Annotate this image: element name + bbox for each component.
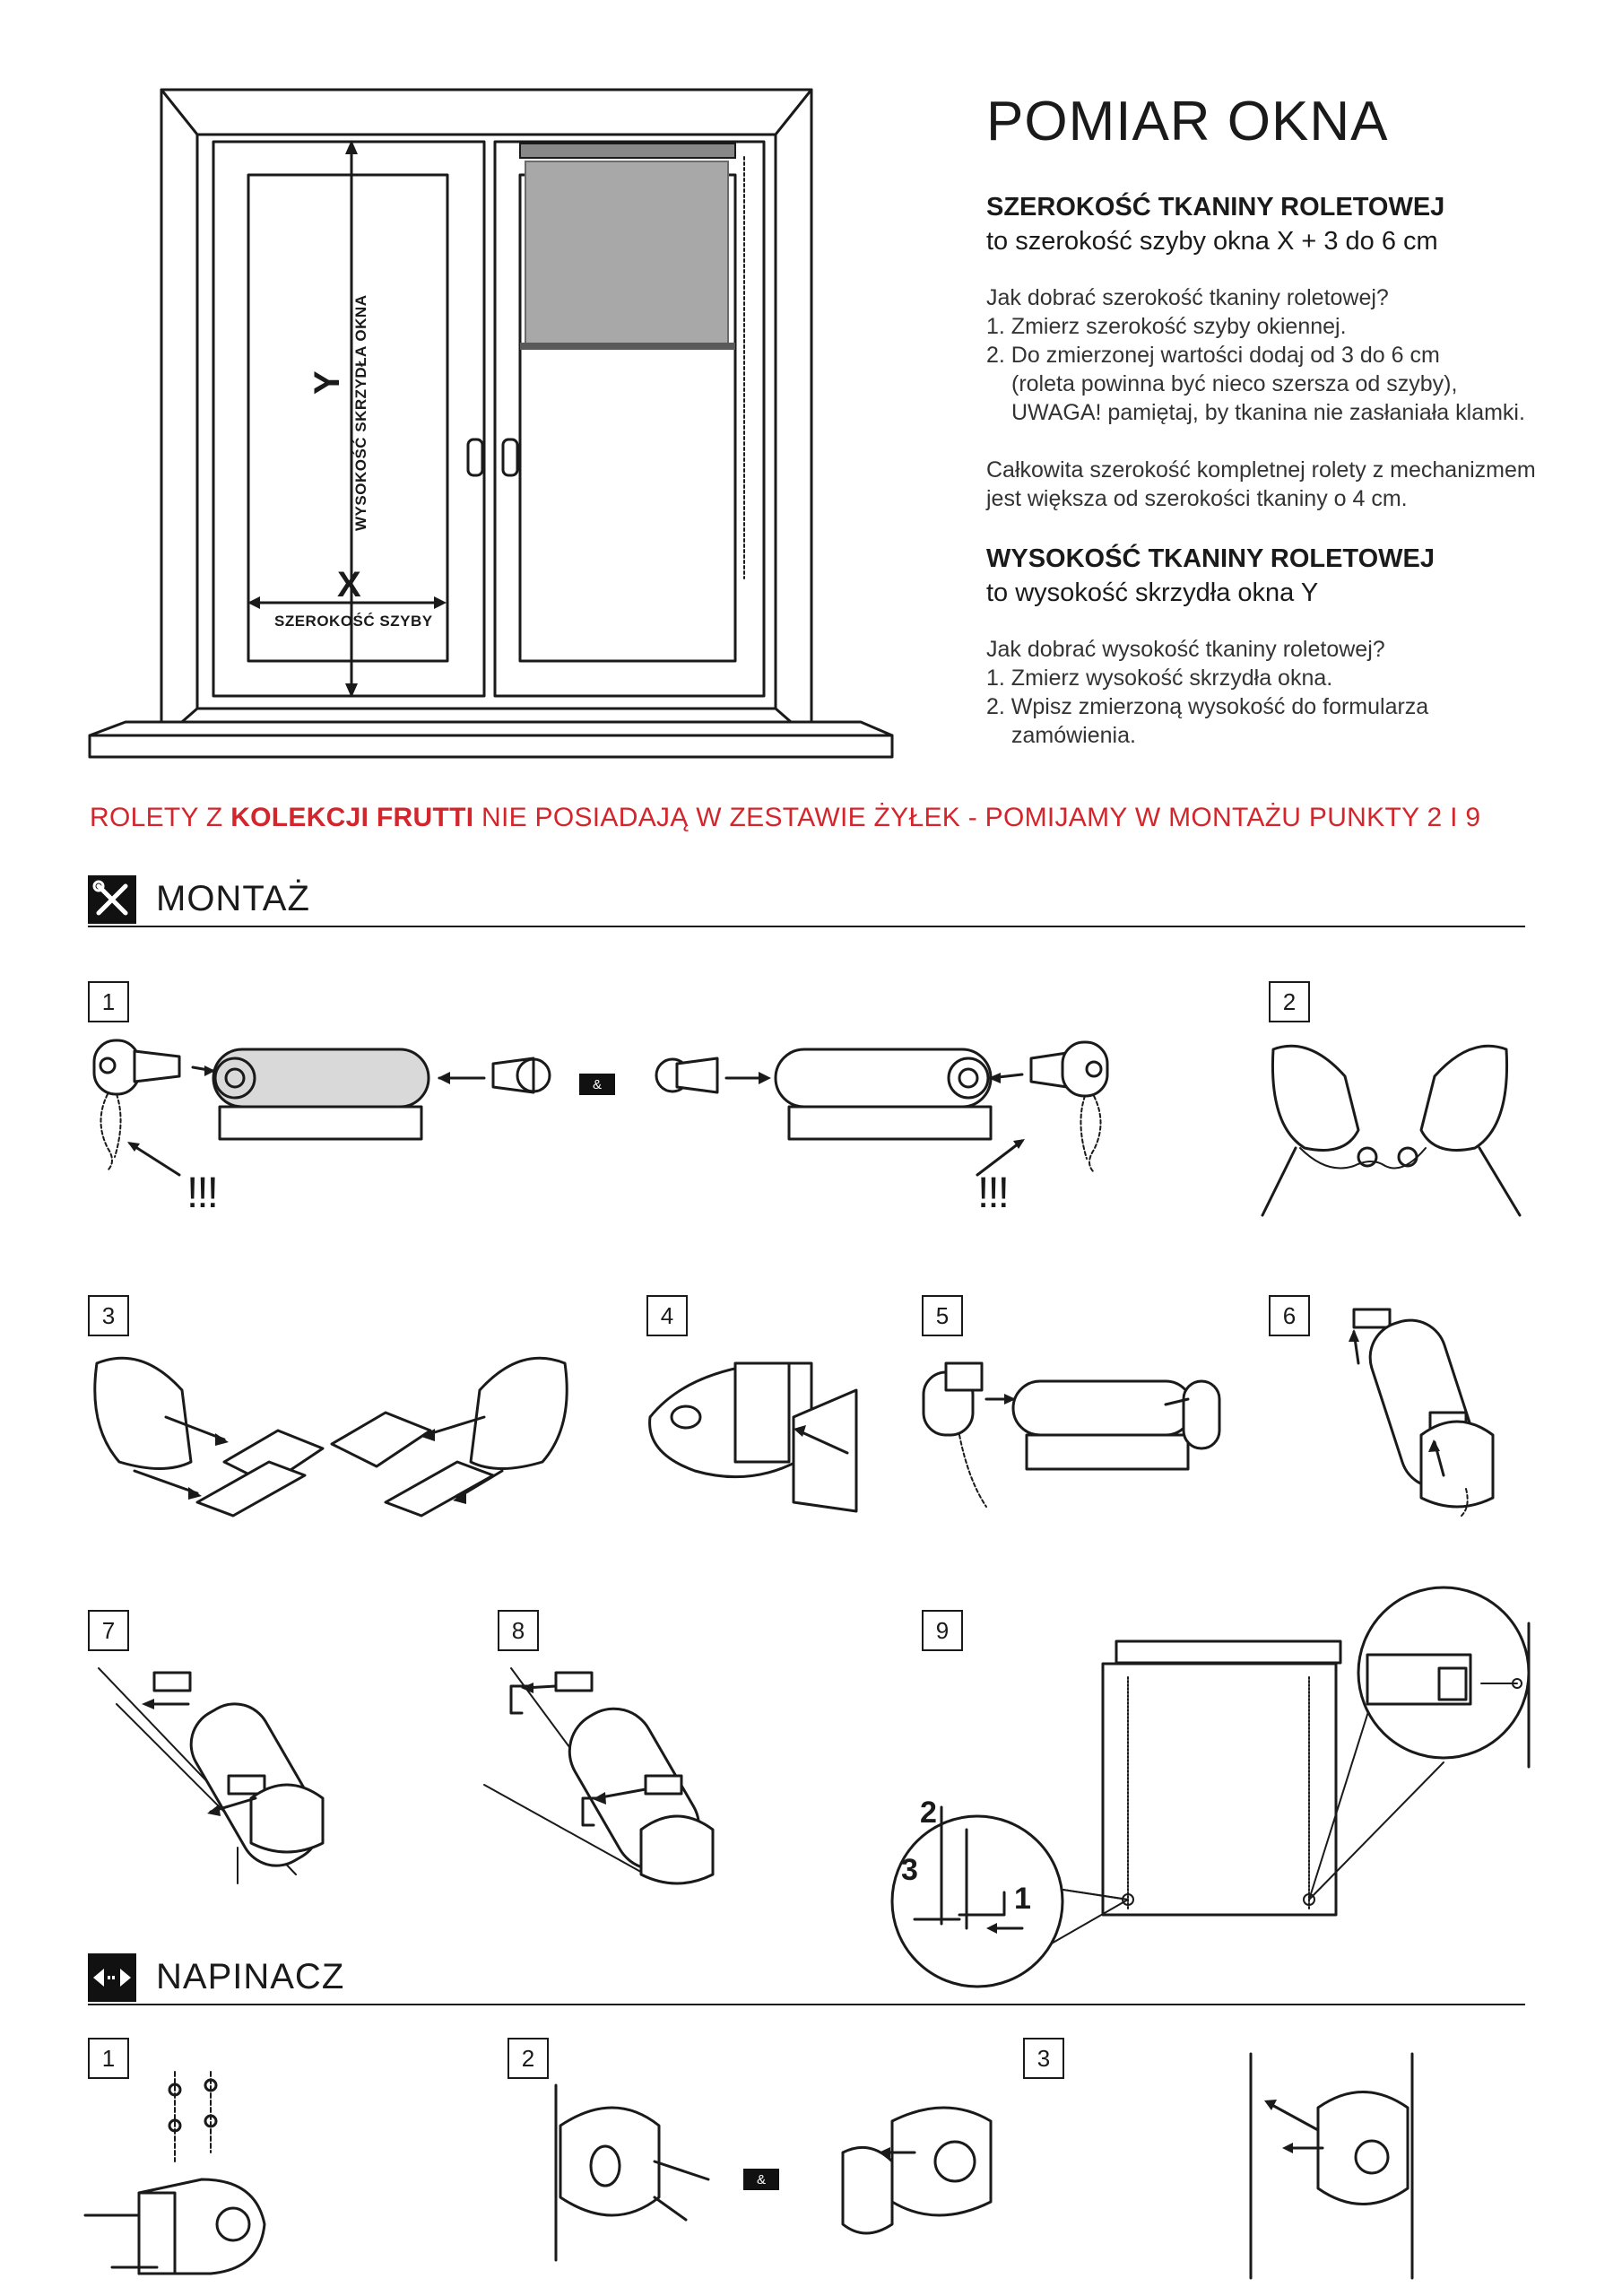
napinacz-step-2-and-badge: & [743,2169,779,2190]
montaz-step-1-warning-right: !!! [977,1170,1010,1217]
window-diagram [88,88,894,759]
width-step-1: 1. Zmierz szerokość szyby okiennej. [986,314,1347,339]
napinacz-title: NAPINACZ [156,1957,345,1996]
width-note-line-2: jest większa od szerokości tkaniny o 4 c… [986,486,1408,511]
montaz-step-7-illustration [98,1667,325,1884]
width-question: Jak dobrać szerokość tkaniny roletowej? [986,285,1389,310]
montaz-step-6-number: 6 [1269,1295,1310,1336]
width-note-line-1: Całkowita szerokość kompletnej rolety z … [986,457,1536,483]
montaz-rule [88,926,1525,927]
width-heading-plain: to szerokość szyby okna X + 3 do 6 cm [986,227,1438,256]
montaz-step-5-number: 5 [922,1295,963,1336]
step9-callout-3: 3 [901,1853,918,1887]
step9-callout-2: 2 [920,1796,937,1830]
napinacz-step-2-number: 2 [507,2038,549,2079]
page-title: POMIAR OKNA [986,91,1389,152]
height-step-2: 2. Wpisz zmierzoną wysokość do formularz… [986,694,1429,719]
montaz-step-4-number: 4 [646,1295,688,1336]
frutti-notice-suffix: NIE POSIADAJĄ W ZESTAWIE ŻYŁEK - POMIJAM… [473,803,1481,832]
montaz-step-1-bracket-right [1029,1040,1109,1173]
montaz-step-9-illustration [890,1586,1531,1988]
width-step-2-cont-1: (roleta powinna być nieco szersza od szy… [1011,371,1458,396]
frutti-notice-prefix: ROLETY Z [90,803,231,832]
height-question: Jak dobrać wysokość tkaniny roletowej? [986,637,1385,662]
montaz-step-2-illustration [1261,1044,1522,1217]
height-step-1: 1. Zmierz wysokość skrzydła okna. [986,665,1333,691]
width-instructions: Jak dobrać szerokość tkaniny roletowej? … [986,283,1525,427]
montaz-step-3-illustration [93,1356,568,1518]
napinacz-step-1-number: 1 [88,2038,129,2079]
montaz-step-3-number: 3 [88,1295,129,1336]
montaz-step-8-illustration [483,1667,715,1885]
montaz-step-1-number: 1 [88,981,129,1022]
y-dimension-label: Y [308,370,347,395]
montaz-step-7-number: 7 [88,1610,129,1651]
height-heading-plain: to wysokość skrzydła okna Y [986,578,1319,607]
montaz-step-5-illustration [922,1361,1221,1508]
height-heading: WYSOKOŚĆ TKANINY ROLETOWEJ to wysokość s… [986,542,1435,610]
montaz-step-9-number: 9 [922,1610,963,1651]
width-note: Całkowita szerokość kompletnej rolety z … [986,456,1536,513]
height-step-2-cont: zamówienia. [1011,723,1136,748]
napinacz-rule [88,2004,1525,2005]
step9-callout-1: 1 [1014,1882,1031,1916]
y-dimension-caption: WYSOKOŚĆ SKRZYDŁA OKNA [352,294,369,532]
x-dimension-label: X [337,565,361,604]
x-dimension-caption: SZEROKOŚĆ SZYBY [274,613,433,630]
montaz-step-1-and-badge: & [579,1074,615,1095]
montaz-step-6-illustration [1349,1308,1495,1517]
napinacz-step-2-illustration [554,2083,993,2262]
montaz-section-header: MONTAŻ [88,875,1525,927]
width-step-2: 2. Do zmierzonej wartości dodaj od 3 do … [986,343,1440,368]
montaz-step-2-number: 2 [1269,981,1310,1022]
double-arrow-icon [88,1953,136,2002]
montaz-step-1-illustration [92,1039,1025,1177]
width-heading-bold: SZEROKOŚĆ TKANINY ROLETOWEJ [986,193,1445,222]
frutti-notice-bold: KOLEKCJI FRUTTI [230,803,474,832]
width-step-2-cont-2: UWAGA! pamiętaj, by tkanina nie zasłania… [1011,400,1525,425]
montaz-step-1-warning-left: !!! [186,1170,219,1217]
napinacz-section-header: NAPINACZ [88,1953,1525,2005]
montaz-step-4-illustration [648,1361,858,1513]
napinacz-step-3-illustration [1249,2052,1414,2280]
height-instructions: Jak dobrać wysokość tkaniny roletowej? 1… [986,635,1428,750]
tools-icon [88,875,136,924]
montaz-step-8-number: 8 [498,1610,539,1651]
height-heading-bold: WYSOKOŚĆ TKANINY ROLETOWEJ [986,544,1436,573]
width-heading: SZEROKOŚĆ TKANINY ROLETOWEJ to szerokość… [986,190,1444,258]
montaz-title: MONTAŻ [156,879,310,918]
napinacz-step-3-number: 3 [1023,2038,1064,2079]
napinacz-step-1-illustration [83,2071,266,2275]
frutti-notice: ROLETY Z KOLEKCJI FRUTTI NIE POSIADAJĄ W… [90,803,1480,833]
